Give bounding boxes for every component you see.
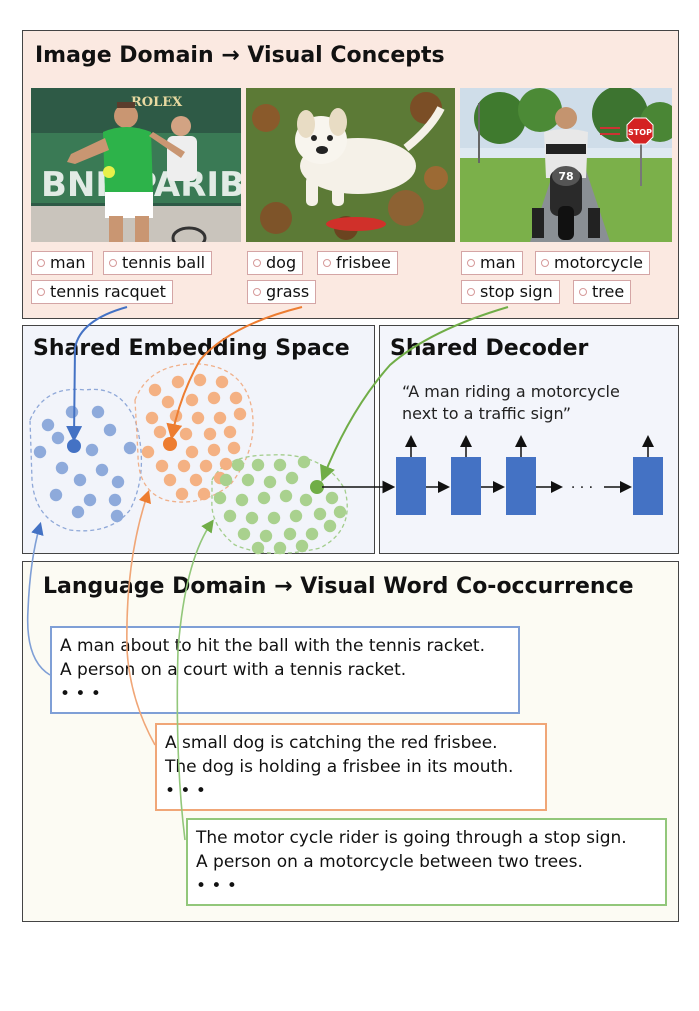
tag-tree: tree xyxy=(573,280,632,304)
tag-tennis-ball: tennis ball xyxy=(103,251,213,275)
caption-ellipsis: • • • xyxy=(165,781,206,801)
tennis-caption-box: A man about to hit the ball with the ten… xyxy=(50,626,520,714)
language-domain-title: Language Domain → Visual Word Co-occurre… xyxy=(43,574,634,599)
caption-line: A small dog is catching the red frisbee. xyxy=(165,733,498,753)
tag-tennis-racquet: tennis racquet xyxy=(31,280,173,304)
language-domain-panel: Language Domain → Visual Word Co-occurre… xyxy=(22,561,679,922)
motorcycle-caption-box: The motor cycle rider is going through a… xyxy=(186,818,667,906)
quote-line-1: “A man riding a motorcycle xyxy=(402,382,620,401)
quote-line-2: next to a traffic sign” xyxy=(402,404,572,423)
tag-frisbee: frisbee xyxy=(317,251,398,275)
tag-stop-sign: stop sign xyxy=(461,280,560,304)
caption-line: A man about to hit the ball with the ten… xyxy=(60,636,485,656)
decoder-quote: “A man riding a motorcycle next to a tra… xyxy=(402,381,620,425)
dog-caption-box: A small dog is catching the red frisbee.… xyxy=(155,723,547,811)
bike-number-text: 78 xyxy=(558,170,573,183)
caption-line: The dog is holding a frisbee in its mout… xyxy=(165,757,514,777)
embedding-panel: Shared Embedding Space xyxy=(22,325,375,554)
image-domain-title: Image Domain → Visual Concepts xyxy=(35,43,445,68)
decoder-title: Shared Decoder xyxy=(390,336,589,361)
rolex-sign-text: ROLEX xyxy=(131,95,183,110)
stop-sign-text: STOP xyxy=(628,128,652,137)
tennis-photo: BNP PARIBAS ROLEX xyxy=(31,88,241,242)
tag-dog: dog xyxy=(247,251,304,275)
tag-man-3: man xyxy=(461,251,523,275)
caption-ellipsis: • • • xyxy=(60,684,101,704)
caption-line: The motor cycle rider is going through a… xyxy=(196,828,627,848)
decoder-panel: Shared Decoder “A man riding a motorcycl… xyxy=(379,325,679,554)
caption-ellipsis: • • • xyxy=(196,876,237,896)
caption-line: A person on a court with a tennis racket… xyxy=(60,660,407,680)
motorcycle-photo: STOP 78 xyxy=(460,88,672,242)
tag-grass: grass xyxy=(247,280,317,304)
embedding-title: Shared Embedding Space xyxy=(33,336,350,361)
tag-motorcycle: motorcycle xyxy=(535,251,651,275)
image-domain-panel: Image Domain → Visual Concepts BNP PARIB… xyxy=(22,30,679,319)
dog-photo xyxy=(246,88,455,242)
caption-line: A person on a motorcycle between two tre… xyxy=(196,852,583,872)
tag-man-1: man xyxy=(31,251,93,275)
